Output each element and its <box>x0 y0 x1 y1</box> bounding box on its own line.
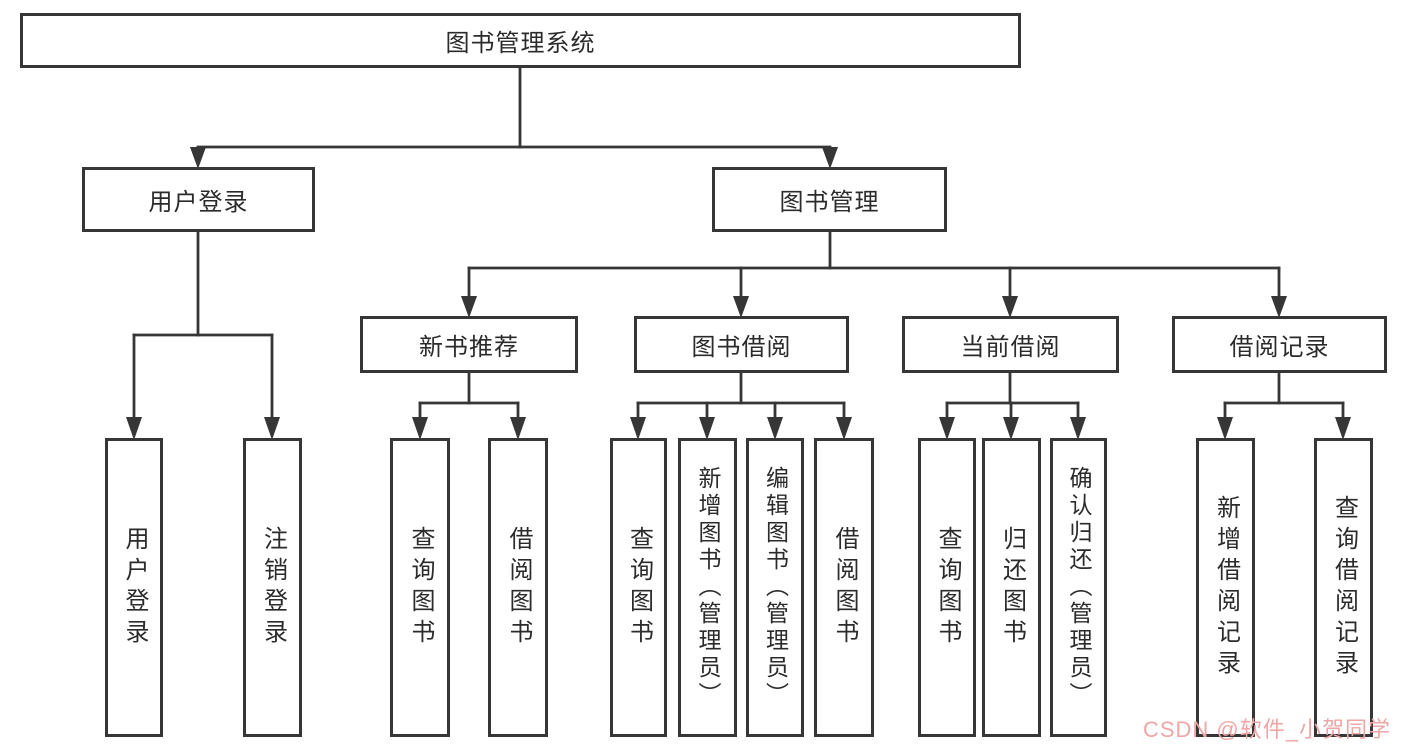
leaf-user-login-label: 用户登录 <box>121 525 148 650</box>
leaf-borrowing-borrow-books-label: 借阅图书 <box>831 525 858 650</box>
leaf-records-add-record-label: 新增借阅记录 <box>1212 494 1240 681</box>
leaf-current-return-books: 归还图书 <box>982 438 1041 737</box>
node-user-login: 用户登录 <box>82 167 315 232</box>
leaf-records-add-record: 新增借阅记录 <box>1196 438 1255 737</box>
leaf-logout-label: 注销登录 <box>259 525 287 650</box>
csdn-watermark: CSDN @软件_小贺同学 <box>1142 717 1391 742</box>
leaf-user-login: 用户登录 <box>105 438 163 737</box>
node-borrowing-records: 借阅记录 <box>1172 316 1387 373</box>
leaf-current-confirm-return-admin-label: 确认归还（管理员） <box>1066 466 1092 709</box>
leaf-recommend-query-books: 查询图书 <box>390 438 450 737</box>
leaf-recommend-query-books-label: 查询图书 <box>407 525 434 650</box>
leaf-current-confirm-return-admin: 确认归还（管理员） <box>1050 438 1107 737</box>
node-book-management: 图书管理 <box>712 167 947 232</box>
node-root-label: 图书管理系统 <box>445 30 596 57</box>
node-user-login-label: 用户登录 <box>148 189 249 216</box>
leaf-borrowing-query-books-label: 查询图书 <box>625 525 653 650</box>
leaf-borrowing-add-books-admin: 新增图书（管理员） <box>678 438 737 737</box>
leaf-borrowing-edit-books-admin: 编辑图书（管理员） <box>746 438 804 737</box>
node-current-borrowing: 当前借阅 <box>902 316 1119 373</box>
leaf-current-query-books: 查询图书 <box>918 438 976 737</box>
leaf-records-query-record: 查询借阅记录 <box>1314 438 1373 737</box>
leaf-recommend-borrow-books-label: 借阅图书 <box>505 525 532 650</box>
leaf-logout: 注销登录 <box>243 438 302 737</box>
node-current-borrowing-label: 当前借阅 <box>960 334 1061 361</box>
node-new-book-recommend: 新书推荐 <box>360 316 578 373</box>
node-book-management-label: 图书管理 <box>779 189 880 216</box>
node-book-borrowing: 图书借阅 <box>634 316 849 373</box>
node-borrowing-records-label: 借阅记录 <box>1229 334 1330 361</box>
node-root: 图书管理系统 <box>20 13 1021 68</box>
arrowheads <box>126 147 1351 440</box>
node-book-borrowing-label: 图书借阅 <box>691 334 792 361</box>
leaf-current-return-books-label: 归还图书 <box>998 525 1026 650</box>
leaf-borrowing-borrow-books: 借阅图书 <box>814 438 874 737</box>
leaf-current-query-books-label: 查询图书 <box>934 525 961 650</box>
node-new-book-recommend-label: 新书推荐 <box>419 334 519 361</box>
leaf-borrowing-add-books-admin-label: 新增图书（管理员） <box>695 466 721 709</box>
leaf-borrowing-query-books: 查询图书 <box>610 438 667 737</box>
leaf-borrowing-edit-books-admin-label: 编辑图书（管理员） <box>762 466 789 709</box>
leaf-records-query-record-label: 查询借阅记录 <box>1330 494 1358 681</box>
leaf-recommend-borrow-books: 借阅图书 <box>488 438 548 737</box>
